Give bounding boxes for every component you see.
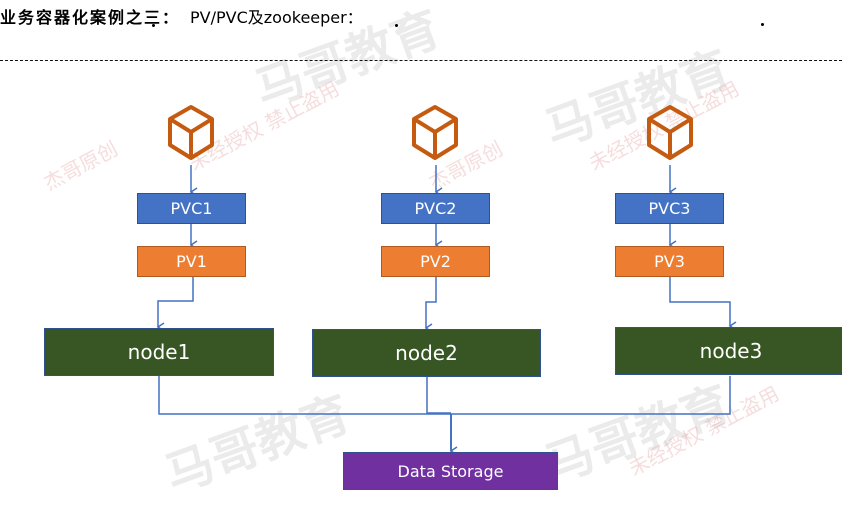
node-box-2: node2 [312, 329, 541, 377]
node-label: node2 [395, 341, 458, 365]
watermark-brand: 马哥教育 [157, 385, 358, 504]
pvc-label: PVC1 [170, 199, 213, 218]
pv-box-3: PV3 [615, 246, 724, 277]
dot-marker [152, 24, 155, 27]
cube-icon [168, 105, 214, 160]
wire-node1-bus [158, 376, 451, 415]
pv-box-1: PV1 [137, 246, 246, 277]
node-box-1: node1 [44, 328, 274, 376]
dot-marker [395, 24, 398, 27]
page-title: 业务容器化案例之三： PV/PVC及zookeeper： [0, 8, 363, 28]
title-english: PV/PVC及zookeeper： [190, 8, 363, 27]
cube-icon [412, 105, 458, 160]
pvc-label: PVC2 [414, 199, 457, 218]
pvc-box-1: PVC1 [137, 193, 246, 224]
pvc-box-2: PVC2 [381, 193, 490, 224]
title-chinese: 业务容器化案例之三： [0, 8, 181, 27]
pvc-box-3: PVC3 [615, 193, 724, 224]
pv-box-2: PV2 [381, 246, 490, 277]
pv-label: PV3 [654, 252, 685, 271]
node-label: node1 [127, 340, 191, 364]
watermark-stamp: 杰哥原创 [39, 136, 122, 196]
wire-pv3-node3 [669, 277, 737, 331]
node-label: node3 [699, 339, 763, 363]
wire-pv2-node2 [424, 277, 437, 333]
wire-node3-bus [451, 376, 731, 415]
dot-marker [761, 23, 764, 26]
dashed-divider [0, 60, 842, 61]
pv-label: PV1 [176, 252, 207, 271]
data-storage-box: Data Storage [343, 452, 558, 490]
watermark-sub2: 未经授权 禁止盗用 [624, 381, 783, 481]
watermark-brand: 马哥教育 [537, 40, 738, 159]
pv-label: PV2 [420, 252, 451, 271]
wire-node2-bus [426, 377, 451, 414]
cube-icon [647, 105, 693, 160]
storage-label: Data Storage [397, 461, 504, 481]
watermark-brand: 马哥教育 [537, 375, 738, 494]
node-box-3: node3 [615, 327, 842, 375]
wire-pv1-node1 [156, 277, 194, 332]
pvc-label: PVC3 [648, 199, 691, 218]
